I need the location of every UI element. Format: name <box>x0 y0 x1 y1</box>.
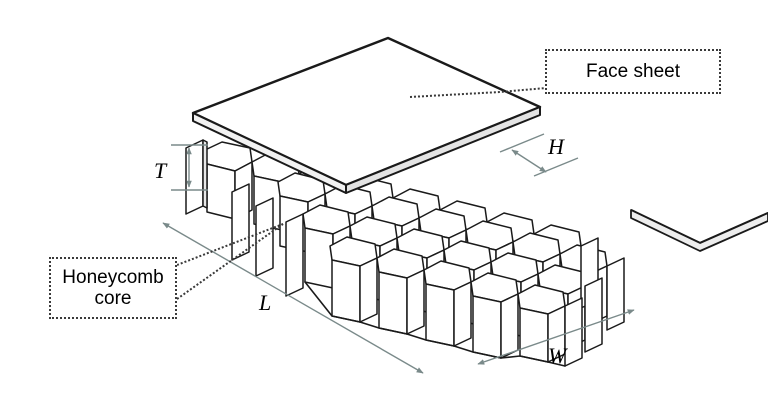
leader-line-honeycomb-core <box>176 223 284 300</box>
core-cell <box>376 248 425 335</box>
bottom-face-sheet <box>630 209 768 252</box>
callout-honeycomb-core: Honeycomb core <box>49 257 177 319</box>
callout-face-sheet: Face sheet <box>545 49 721 94</box>
dimension-W <box>477 309 635 365</box>
dimension-L <box>162 222 424 374</box>
dimension-T <box>171 144 208 191</box>
core-cell <box>329 236 378 323</box>
dimension-label-cell-height: H <box>548 134 564 159</box>
core-cell <box>470 272 519 359</box>
dimension-label-width: W <box>548 343 567 368</box>
dimension-H <box>499 133 579 177</box>
callout-honeycomb-core-label: Honeycomb core <box>62 266 164 309</box>
honeycomb-core-group <box>185 139 625 367</box>
core-cell <box>423 260 472 347</box>
dimension-label-thickness: T <box>154 158 167 183</box>
dimension-label-length: L <box>259 290 272 315</box>
callout-face-sheet-label: Face sheet <box>586 60 680 82</box>
leader-line-face-sheet <box>409 87 547 98</box>
top-face-sheet <box>191 36 542 194</box>
